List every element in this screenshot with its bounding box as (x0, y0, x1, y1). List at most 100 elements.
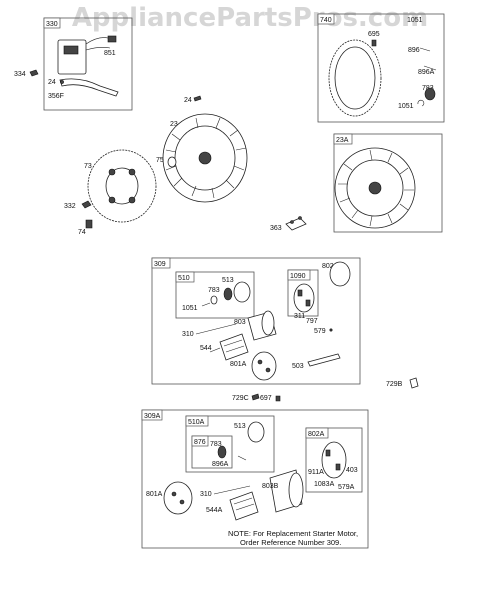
box-876-tag (191, 435, 209, 447)
label-896A-starterA: 896A (212, 461, 229, 468)
brush-plate-801A[interactable] (251, 351, 277, 381)
label-797: 797 (306, 318, 318, 325)
label-579: 579 (314, 328, 326, 335)
label-579A: 579A (338, 484, 355, 491)
ring-gear-part[interactable] (328, 39, 382, 117)
bolt-310[interactable] (195, 323, 237, 335)
box-1090-tag (287, 269, 311, 281)
label-1051-starter: 1051 (182, 305, 198, 312)
label-783-starter: 783 (208, 287, 220, 294)
screw-334[interactable] (29, 69, 39, 77)
box-510A-frame (185, 415, 275, 473)
label-513-starter: 513 (222, 277, 234, 284)
label-73: 73 (84, 163, 92, 170)
box-309-tag (151, 257, 171, 269)
screen-plate-73[interactable] (87, 149, 157, 223)
label-802: 802 (322, 263, 334, 270)
label-332: 332 (64, 203, 76, 210)
screw-697[interactable] (275, 395, 281, 402)
flywheel-23[interactable] (162, 113, 248, 203)
armature-544[interactable] (209, 333, 249, 361)
box-23A-label: 23A (336, 137, 349, 144)
label-729B: 729B (386, 381, 403, 388)
washer-74[interactable] (85, 219, 93, 229)
pinion-783A[interactable] (217, 445, 227, 459)
box-330-frame (43, 17, 133, 111)
label-503: 503 (292, 363, 304, 370)
box-23A-frame (333, 133, 443, 233)
box-309-frame (151, 257, 361, 385)
pin-896A[interactable] (423, 65, 437, 71)
box-309A-tag (141, 409, 163, 421)
pin-896[interactable] (419, 47, 431, 52)
clip-1051[interactable] (417, 99, 425, 107)
label-23: 23 (170, 121, 178, 128)
box-802A-frame (305, 427, 363, 493)
bolt-310A[interactable] (213, 485, 251, 495)
screw-579[interactable] (329, 328, 333, 332)
box-330-tag (43, 17, 61, 29)
box-740-frame (317, 13, 445, 123)
label-311: 311 (294, 313, 305, 320)
box-802A-tag (305, 427, 329, 439)
box-510-label: 510 (178, 275, 190, 282)
pin-896A-starterA[interactable] (237, 455, 247, 461)
box-876-label: 876 (194, 439, 206, 446)
starter-housing-803[interactable] (247, 310, 277, 341)
flywheel-23A[interactable] (334, 147, 416, 229)
label-911A: 911A (308, 469, 324, 476)
screw-695[interactable] (371, 39, 377, 47)
bracket-363[interactable] (285, 216, 307, 231)
label-310-starter: 310 (182, 331, 194, 338)
label-334: 334 (14, 71, 26, 78)
label-24-key: 24 (184, 97, 192, 104)
box-309A-label: 309A (144, 413, 161, 420)
ignition-armature-part[interactable] (57, 35, 119, 97)
box-802A-label: 802A (308, 431, 325, 438)
box-510-tag (175, 271, 195, 283)
box-1090-label: 1090 (290, 273, 306, 280)
label-74: 74 (78, 229, 86, 236)
label-363: 363 (270, 225, 282, 232)
bracket-503[interactable] (307, 353, 341, 367)
box-510A-label: 510A (188, 419, 205, 426)
label-729C: 729C (232, 395, 249, 402)
box-23A-tag (333, 133, 353, 145)
drive-gear-513A[interactable] (247, 421, 265, 443)
terminal-729B[interactable] (409, 377, 419, 389)
starter-housing-803B[interactable] (269, 469, 304, 513)
nut-332[interactable] (81, 200, 92, 209)
label-697: 697 (260, 395, 272, 402)
box-876-frame (191, 435, 233, 469)
box-510A-tag (185, 415, 209, 427)
label-801A: 801A (230, 361, 247, 368)
washer-75[interactable] (167, 156, 177, 168)
key-24[interactable] (193, 95, 202, 102)
plate-802[interactable] (329, 261, 351, 287)
armature-544A[interactable] (229, 491, 259, 521)
brush-plate-801A-starterA[interactable] (163, 481, 193, 515)
label-310-starterA: 310 (200, 491, 212, 498)
box-510-frame (175, 271, 255, 319)
label-896A: 896A (418, 69, 435, 76)
note-line-2: Order Reference Number 309. (240, 538, 341, 547)
label-1051-lower: 1051 (398, 103, 414, 110)
label-803: 803 (234, 319, 246, 326)
label-544A: 544A (206, 507, 223, 514)
end-cap-802A[interactable] (321, 441, 347, 479)
pinion-783-top[interactable] (424, 87, 436, 101)
end-cap-1090[interactable] (293, 283, 315, 313)
drive-kit-510[interactable] (201, 281, 251, 307)
terminal-729C[interactable] (251, 393, 260, 401)
label-24-small: 24 (48, 79, 56, 86)
label-356F: 356F (48, 93, 64, 100)
box-330-label: 330 (46, 21, 58, 28)
label-544: 544 (200, 345, 212, 352)
label-1051-top: 1051 (407, 17, 423, 24)
label-513-starterA: 513 (234, 423, 246, 430)
label-851: 851 (104, 50, 116, 57)
screw-24-small[interactable] (60, 80, 64, 84)
label-801A-starterA: 801A (146, 491, 163, 498)
